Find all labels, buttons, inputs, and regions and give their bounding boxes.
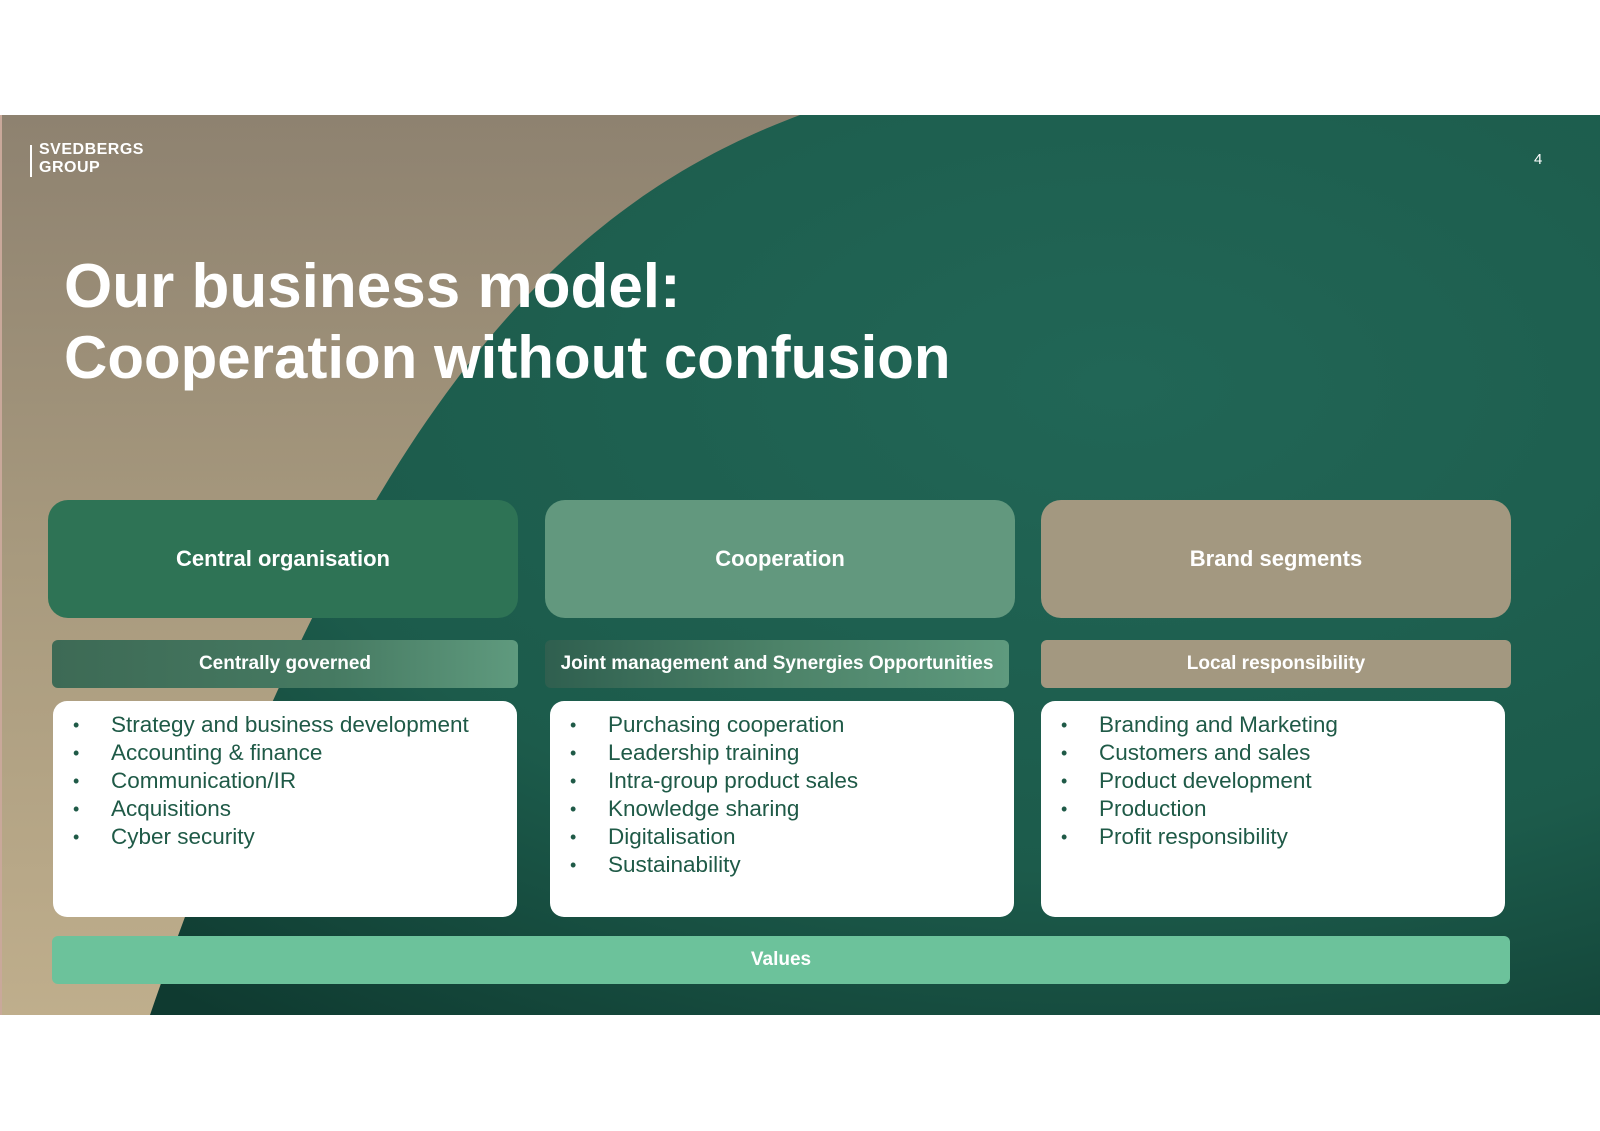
list-cooperation: Purchasing cooperation Leadership traini… — [568, 711, 1014, 879]
list-item: Communication/IR — [71, 767, 517, 795]
list-item: Cyber security — [71, 823, 517, 851]
values-band: Values — [52, 936, 1510, 984]
list-item: Branding and Marketing — [1059, 711, 1505, 739]
list-item: Purchasing cooperation — [568, 711, 1014, 739]
heading-central-organisation: Central organisation — [48, 500, 518, 618]
list-item: Leadership training — [568, 739, 1014, 767]
logo-bar — [30, 145, 32, 177]
page-title: Our business model: — [64, 252, 681, 321]
list-item: Accounting & finance — [71, 739, 517, 767]
band-local-responsibility: Local responsibility — [1041, 640, 1511, 688]
list-item: Profit responsibility — [1059, 823, 1505, 851]
list-item: Customers and sales — [1059, 739, 1505, 767]
heading-brand-segments: Brand segments — [1041, 500, 1511, 618]
page-number: 4 — [1534, 151, 1543, 168]
list-item: Digitalisation — [568, 823, 1014, 851]
logo-line1: SVEDBERGS — [39, 141, 144, 158]
list-item: Strategy and business development — [71, 711, 517, 739]
card-brand-segments: Branding and Marketing Customers and sal… — [1041, 701, 1505, 917]
list-item: Knowledge sharing — [568, 795, 1014, 823]
list-central-organisation: Strategy and business development Accoun… — [71, 711, 517, 851]
band-joint-management: Joint management and Synergies Opportuni… — [545, 640, 1009, 688]
list-item: Sustainability — [568, 851, 1014, 879]
logo-line2: GROUP — [39, 159, 101, 176]
heading-cooperation: Cooperation — [545, 500, 1015, 618]
logo-text: SVEDBERGS GROUP — [39, 141, 144, 177]
card-central-organisation: Strategy and business development Accoun… — [53, 701, 517, 917]
list-item: Production — [1059, 795, 1505, 823]
card-cooperation: Purchasing cooperation Leadership traini… — [550, 701, 1014, 917]
band-centrally-governed: Centrally governed — [52, 640, 518, 688]
page-subtitle: Cooperation without confusion — [64, 324, 951, 391]
slide: SVEDBERGS GROUP 4 Our business model: Co… — [0, 115, 1600, 1015]
list-item: Intra-group product sales — [568, 767, 1014, 795]
list-brand-segments: Branding and Marketing Customers and sal… — [1059, 711, 1505, 851]
list-item: Acquisitions — [71, 795, 517, 823]
list-item: Product development — [1059, 767, 1505, 795]
